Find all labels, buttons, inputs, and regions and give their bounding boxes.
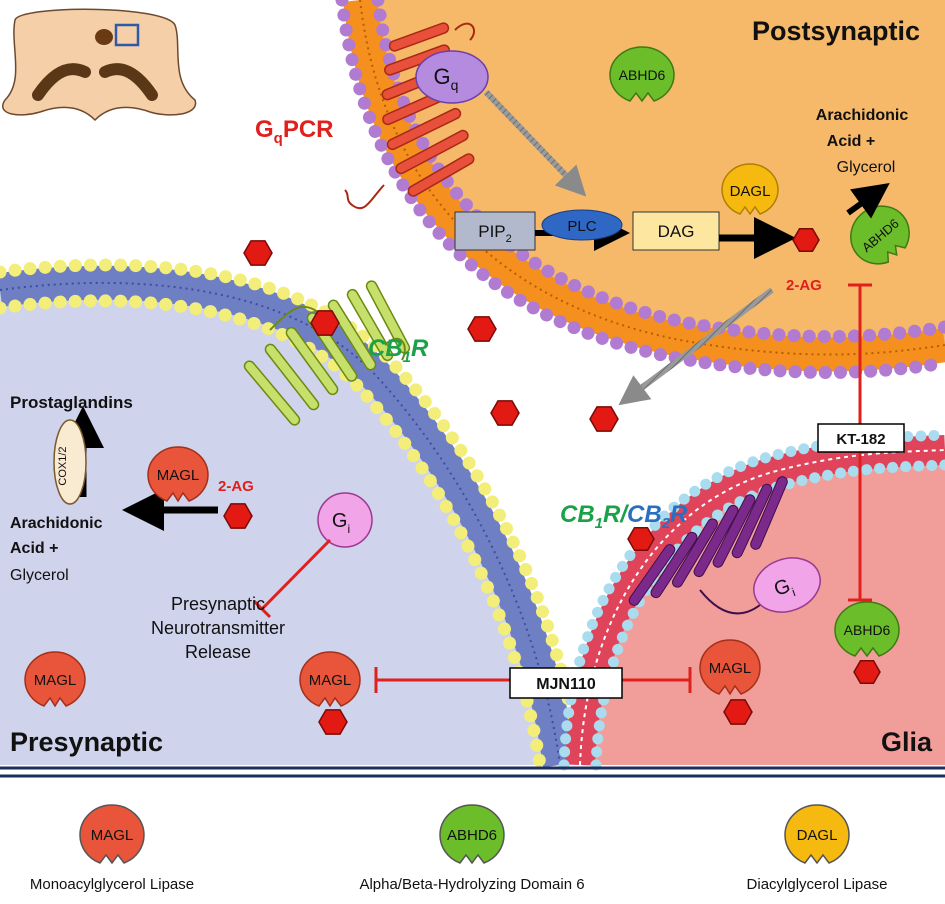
legend: MAGL Monoacylglycerol Lipase ABHD6Alpha/Be… bbox=[30, 804, 888, 893]
svg-text:MAGL: MAGL bbox=[157, 467, 200, 484]
two-ag-hexagon bbox=[223, 503, 253, 529]
two-ag-hexagon bbox=[792, 227, 820, 253]
abhd6-product-arrow bbox=[846, 182, 890, 219]
release-line3: Release bbox=[185, 642, 251, 662]
plc-enzyme: PLC bbox=[541, 209, 623, 241]
two-ag-hexagon bbox=[243, 240, 273, 266]
legend-abbr: MAGL bbox=[91, 827, 134, 844]
svg-text:COX1/2: COX1/2 bbox=[57, 446, 69, 485]
dag-label: DAG bbox=[658, 222, 695, 241]
magl-enzyme-glia: MAGL bbox=[699, 639, 761, 696]
legend-enzyme-icon bbox=[784, 804, 850, 865]
two-ag-molecules bbox=[223, 227, 881, 735]
abhd6-enzyme-top: ABHD6 bbox=[609, 46, 675, 103]
svg-text:Gi: Gi bbox=[771, 574, 797, 605]
cox-enzyme: COX1/2 bbox=[53, 419, 87, 505]
postsynaptic-title: Postsynaptic bbox=[752, 16, 920, 46]
cb1r-label: CB1R bbox=[368, 335, 429, 366]
svg-text:DAGL: DAGL bbox=[730, 183, 771, 200]
2ag-retrograde-arrow bbox=[618, 287, 774, 406]
two-ag-hexagon bbox=[318, 709, 348, 735]
gi-inhibition-line bbox=[260, 538, 332, 611]
cb1r-cb2r-glial-receptor bbox=[628, 476, 788, 615]
pre-arachidonic-line1: Arachidonic bbox=[10, 515, 103, 532]
gi-inhibition-bar bbox=[252, 599, 272, 619]
magl-enzyme-presyn-idle: MAGL bbox=[24, 651, 86, 708]
postsynaptic-lipid-heads-inner bbox=[371, 0, 945, 344]
post-arachidonic-line1: Arachidonic bbox=[816, 107, 909, 124]
legend-name: Monoacylglycerol Lipase bbox=[30, 876, 194, 893]
presynaptic-lipid-heads-outer bbox=[0, 258, 587, 772]
two-ag-hexagon bbox=[723, 699, 753, 725]
pre-glycerol: Glycerol bbox=[10, 567, 69, 584]
glia-receptor-label: CB1R/CB2R bbox=[560, 501, 688, 532]
presynaptic-region bbox=[0, 282, 560, 765]
svg-text:ABHD6: ABHD6 bbox=[619, 67, 666, 83]
pre-arachidonic-line2: Acid + bbox=[10, 540, 58, 557]
gq-to-plc-arrow bbox=[483, 89, 587, 197]
post-2ag-label: 2-AG bbox=[786, 277, 822, 294]
kt182-inhibition: KT-182 bbox=[817, 283, 905, 602]
abhd6-enzyme-glia: ABHD6 bbox=[834, 601, 900, 658]
svg-text:ABHD6: ABHD6 bbox=[844, 622, 891, 638]
legend-name: Diacylglycerol Lipase bbox=[747, 876, 888, 893]
legend-item: MAGL Monoacylglycerol Lipase bbox=[30, 804, 194, 893]
legend-abbr: ABHD6 bbox=[447, 827, 497, 844]
legend-abbr: DAGL bbox=[797, 827, 838, 844]
gi-protein-presynaptic: Gi bbox=[317, 492, 373, 548]
post-arachidonic-line2: Acid + bbox=[827, 133, 875, 150]
magl-enzyme-presyn-inhibited: MAGL bbox=[299, 651, 361, 708]
two-ag-hexagon bbox=[627, 526, 655, 552]
two-ag-hexagon bbox=[467, 316, 497, 342]
release-line2: Neurotransmitter bbox=[151, 618, 285, 638]
gq-protein: Gq bbox=[415, 50, 489, 104]
svg-text:MAGL: MAGL bbox=[309, 672, 352, 689]
dag-box: DAG bbox=[632, 211, 720, 251]
gi-protein-glia: Gi bbox=[753, 557, 821, 613]
dagl-enzyme: DAGL bbox=[721, 163, 779, 216]
abhd6-enzyme-membrane: ABHD6 bbox=[850, 205, 910, 265]
pip2-box: PIP2 bbox=[454, 211, 536, 251]
svg-text:MAGL: MAGL bbox=[709, 660, 752, 677]
two-ag-hexagon bbox=[490, 400, 520, 426]
prostaglandins-label: Prostaglandins bbox=[10, 393, 133, 412]
gqpcr-label: GqPCR bbox=[255, 116, 334, 147]
post-glycerol: Glycerol bbox=[837, 159, 896, 176]
kt182-label: KT-182 bbox=[836, 431, 885, 448]
two-ag-hexagon bbox=[310, 310, 340, 336]
postsynaptic-lipid-heads-outer bbox=[335, 0, 945, 380]
two-ag-hexagon bbox=[589, 406, 619, 432]
glia-region bbox=[580, 450, 945, 765]
mjn110-label: MJN110 bbox=[536, 676, 596, 693]
plc-label: PLC bbox=[567, 218, 596, 235]
svg-text:PIP2: PIP2 bbox=[478, 222, 512, 245]
release-line1: Presynaptic bbox=[171, 594, 265, 614]
glia-title: Glia bbox=[881, 727, 933, 757]
two-ag-hexagon bbox=[853, 659, 881, 685]
svg-text:Gq: Gq bbox=[434, 64, 459, 93]
legend-item: DAGL Diacylglycerol Lipase bbox=[747, 804, 888, 893]
brain-slice-icon bbox=[2, 8, 197, 122]
legend-name: Alpha/Beta-Hydrolyzing Domain 6 bbox=[359, 876, 584, 893]
svg-text:MAGL: MAGL bbox=[34, 672, 77, 689]
svg-text:Gi: Gi bbox=[332, 510, 350, 536]
pre-2ag-label: 2-AG bbox=[218, 478, 254, 495]
magl-enzyme-presyn-active: MAGL bbox=[147, 446, 209, 503]
presynaptic-lipid-heads-inner bbox=[0, 294, 547, 772]
presynaptic-title: Presynaptic bbox=[10, 727, 163, 757]
mjn110-inhibition: MJN110 bbox=[374, 667, 692, 699]
glia-lipid-heads-outer bbox=[558, 429, 945, 771]
legend-enzyme-icon bbox=[439, 804, 505, 865]
legend-enzyme-icon bbox=[79, 804, 145, 865]
